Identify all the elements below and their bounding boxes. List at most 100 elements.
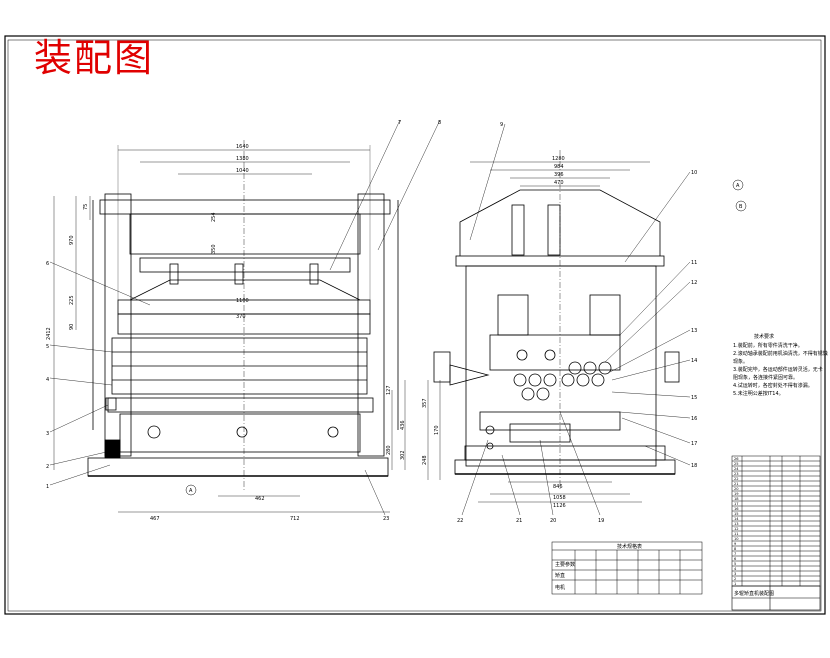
side-balloon-16: 16 — [691, 416, 697, 422]
side-dim-w2: 984 — [554, 164, 564, 170]
balloon-3: 3 — [46, 431, 49, 437]
inner-border — [7, 39, 822, 612]
top-crossbeam — [99, 199, 391, 215]
upper-beam — [139, 257, 351, 273]
side-dim-w3: 396 — [554, 172, 564, 178]
tech-note-line-7: 5.未注明公差按IT14。 — [733, 390, 784, 397]
upper-frame — [129, 213, 361, 255]
front-view — [53, 140, 406, 513]
parts-list-item-number: 1 — [734, 582, 736, 586]
section-mark-front: A — [189, 488, 193, 494]
side-balloon-14: 14 — [691, 358, 697, 364]
parts-list-item-number: 25 — [734, 462, 739, 466]
parts-list-item-number: 8 — [734, 547, 737, 551]
balloon-1: 1 — [46, 484, 49, 490]
parts-list-item-number: 16 — [734, 507, 739, 511]
dim-base-right: 712 — [290, 516, 300, 522]
tech-note-line-3: 现象。 — [733, 358, 748, 365]
right-column — [357, 193, 385, 457]
parts-list-item-number: 9 — [734, 542, 737, 546]
balloon-7: 7 — [398, 120, 401, 126]
spec-row-params: 主要参数 — [555, 561, 575, 568]
section-mark-b: B — [739, 204, 743, 210]
side-balloon-9: 9 — [500, 122, 503, 128]
parts-list-item-number: 22 — [734, 477, 739, 481]
parts-list-item-number: 10 — [734, 537, 739, 541]
dim-h-a: 75 — [83, 204, 89, 210]
side-base-frame — [464, 445, 666, 461]
parts-list — [731, 455, 821, 587]
parts-list-item-number: 2 — [734, 577, 736, 581]
dim-height-mid: 254 — [211, 212, 217, 222]
dim-overall-width: 1640 — [236, 144, 249, 150]
parts-list-item-number: 13 — [734, 522, 739, 526]
parts-list-item-number: 23 — [734, 472, 739, 476]
side-frame — [465, 265, 657, 467]
title-block-name: 多辊矫直机装配图 — [734, 590, 774, 597]
dim-roll-pitch: 370 — [236, 314, 246, 320]
side-balloon-11: 11 — [691, 260, 697, 266]
drawing-title: 装配图 — [34, 36, 155, 80]
parts-list-item-number: 15 — [734, 512, 739, 516]
parts-list-item-number: 24 — [734, 467, 739, 471]
dim-height-upper: 970 — [69, 235, 75, 245]
balloon-2: 2 — [46, 464, 49, 470]
spec-row-straighten: 矫直 — [555, 572, 565, 579]
side-balloon-12: 12 — [691, 280, 697, 286]
parts-list-item-number: 26 — [734, 457, 739, 461]
balloon-4: 4 — [46, 377, 49, 383]
side-view-balloons — [461, 123, 691, 516]
dim-h-c: 436 — [400, 420, 406, 430]
dim-inner-width: 1040 — [236, 168, 249, 174]
parts-list-item-number: 17 — [734, 502, 739, 506]
parts-list-item-number: 7 — [734, 552, 736, 556]
side-balloon-17: 17 — [691, 441, 697, 447]
parts-list-item-number: 4 — [734, 567, 737, 571]
side-balloon-19: 19 — [598, 518, 604, 524]
side-balloon-22: 22 — [457, 518, 463, 524]
dim-h-b: 225 — [69, 295, 75, 305]
dim-height-low: 350 — [211, 244, 217, 254]
dim-h-g: 90 — [69, 324, 75, 330]
dim-upper-width: 1380 — [236, 156, 249, 162]
section-mark-a: A — [736, 183, 740, 189]
dim-base-mid: 462 — [255, 496, 265, 502]
lower-housing — [119, 413, 361, 453]
parts-list-item-number: 21 — [734, 482, 739, 486]
side-balloon-15: 15 — [691, 395, 697, 401]
outer-border — [4, 35, 826, 615]
parts-list-item-number: 20 — [734, 487, 739, 491]
lower-table — [107, 397, 374, 413]
side-dim-h3: 248 — [422, 455, 428, 465]
parts-list-item-number: 6 — [734, 557, 737, 561]
side-dim-top-width: 1280 — [552, 156, 565, 162]
side-top-housing — [459, 189, 661, 256]
side-dim-w4: 470 — [554, 180, 564, 186]
side-dim-h2: 170 — [434, 425, 440, 435]
side-base-plate — [454, 459, 676, 475]
balloon-6: 6 — [46, 261, 49, 267]
side-view — [427, 150, 680, 503]
spec-table — [551, 541, 703, 595]
parts-list-item-number: 11 — [734, 532, 739, 536]
side-dim-h1: 357 — [422, 398, 428, 408]
balloon-8: 8 — [438, 120, 441, 126]
tech-note-line-6: 4.试运转时，各密封处不得有渗漏。 — [733, 382, 813, 389]
balloon-23: 23 — [383, 516, 389, 522]
section-mark-a-circle — [732, 179, 744, 191]
dim-h-f: 280 — [386, 445, 392, 455]
spec-row-motor: 电机 — [555, 584, 565, 591]
front-view-balloons — [49, 119, 441, 516]
parts-list-item-number: 19 — [734, 492, 739, 496]
side-balloon-21: 21 — [516, 518, 522, 524]
parts-list-item-number: 18 — [734, 497, 739, 501]
side-balloon-10: 10 — [691, 170, 697, 176]
dim-height-total: 2412 — [46, 327, 52, 340]
side-balloon-20: 20 — [550, 518, 556, 524]
side-roll-box — [489, 334, 621, 371]
tech-note-line-4: 3.装配完毕，各运动部件运转灵活，无卡 — [733, 366, 823, 373]
tech-note-line-2: 2.滚动轴承装配前用机油清洗，不得有锈蚀 — [733, 350, 828, 357]
side-dim-base-w2: 1058 — [553, 495, 566, 501]
dim-base-left: 467 — [150, 516, 160, 522]
